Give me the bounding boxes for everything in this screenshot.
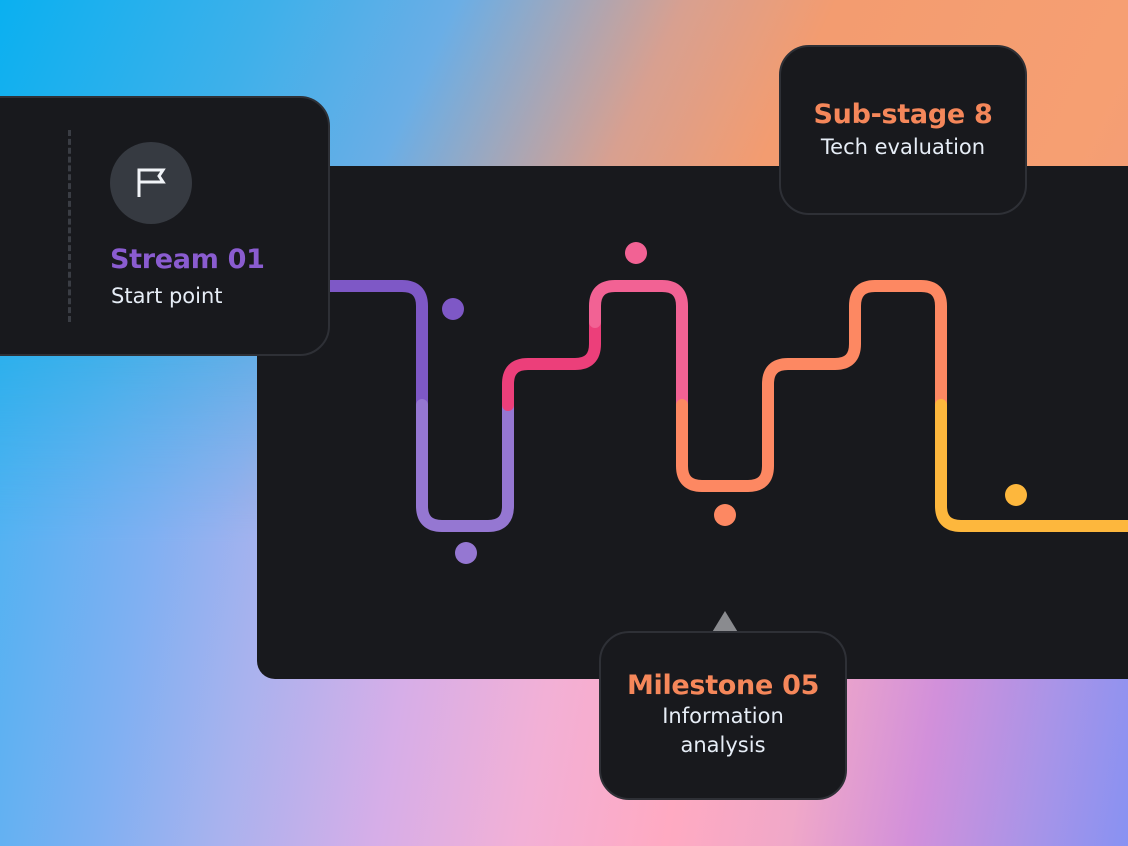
track-segment-light-purple [416, 399, 514, 532]
track-segment-magenta [502, 316, 601, 411]
purple-dot [442, 298, 464, 320]
milestone-card-subtitle-line1: Information [662, 704, 784, 728]
triangle-up-icon [711, 611, 739, 634]
milestone-card[interactable]: Milestone 05 Information analysis [599, 631, 847, 800]
flag-icon [137, 168, 166, 197]
track-segment-orange [676, 280, 947, 492]
track-segment-pink [589, 280, 688, 411]
substage-card-title: Sub-stage 8 [813, 99, 993, 130]
orange-dot [714, 504, 736, 526]
start-card[interactable]: Stream 01 Start point [0, 96, 330, 356]
milestone-card-subtitle-line2: analysis [680, 733, 766, 757]
track-segment-yellow [935, 399, 1128, 532]
start-card-subtitle: Start point [111, 284, 223, 308]
track-segment-purple [324, 280, 428, 411]
substage-card-subtitle: Tech evaluation [820, 135, 986, 159]
light-purple-dot [455, 542, 477, 564]
substage-card[interactable]: Sub-stage 8 Tech evaluation [779, 45, 1027, 215]
flag-icon-badge [110, 142, 192, 224]
start-card-title: Stream 01 [110, 244, 265, 275]
pink-dot [625, 242, 647, 264]
milestone-card-title: Milestone 05 [626, 670, 820, 701]
dashed-divider [68, 130, 71, 322]
roadmap-panel [257, 166, 1128, 679]
yellow-dot [1005, 484, 1027, 506]
